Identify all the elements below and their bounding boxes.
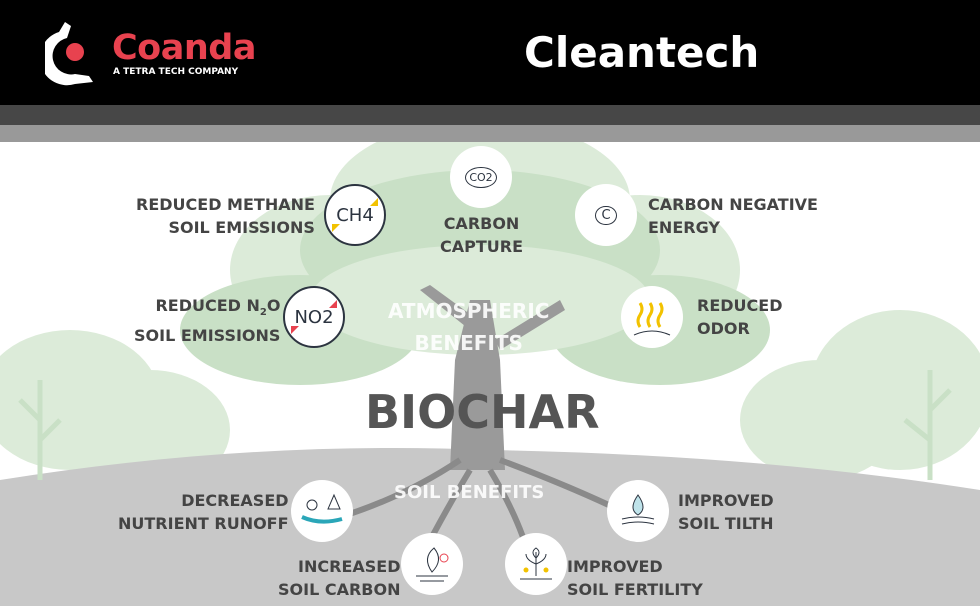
carbon-cycle-leaf-icon: C bbox=[575, 184, 637, 246]
soil-carbon-leaf-icon bbox=[401, 533, 463, 595]
biochar-title: BIOCHAR bbox=[365, 385, 600, 439]
brand-tagline: A TETRA TECH COMPANY bbox=[113, 67, 239, 77]
divider-band-dark bbox=[0, 105, 980, 125]
header bbox=[0, 0, 980, 105]
coanda-logo-icon bbox=[45, 22, 93, 86]
divider-band-light bbox=[0, 125, 980, 142]
water-drop-soil-icon bbox=[607, 480, 669, 542]
plant-sprout-icon bbox=[505, 533, 567, 595]
soil-benefits-label: SOIL BENEFITS bbox=[394, 482, 545, 503]
co2-box-icon: CO2 bbox=[450, 146, 512, 208]
odor-waves-icon bbox=[621, 286, 683, 348]
page-title: Cleantech bbox=[524, 28, 760, 77]
no2-icon: NO2 bbox=[283, 286, 345, 348]
nutrient-runoff-icon bbox=[291, 480, 353, 542]
ch4-icon: CH4 bbox=[324, 184, 386, 246]
brand-name: Coanda bbox=[112, 28, 256, 68]
